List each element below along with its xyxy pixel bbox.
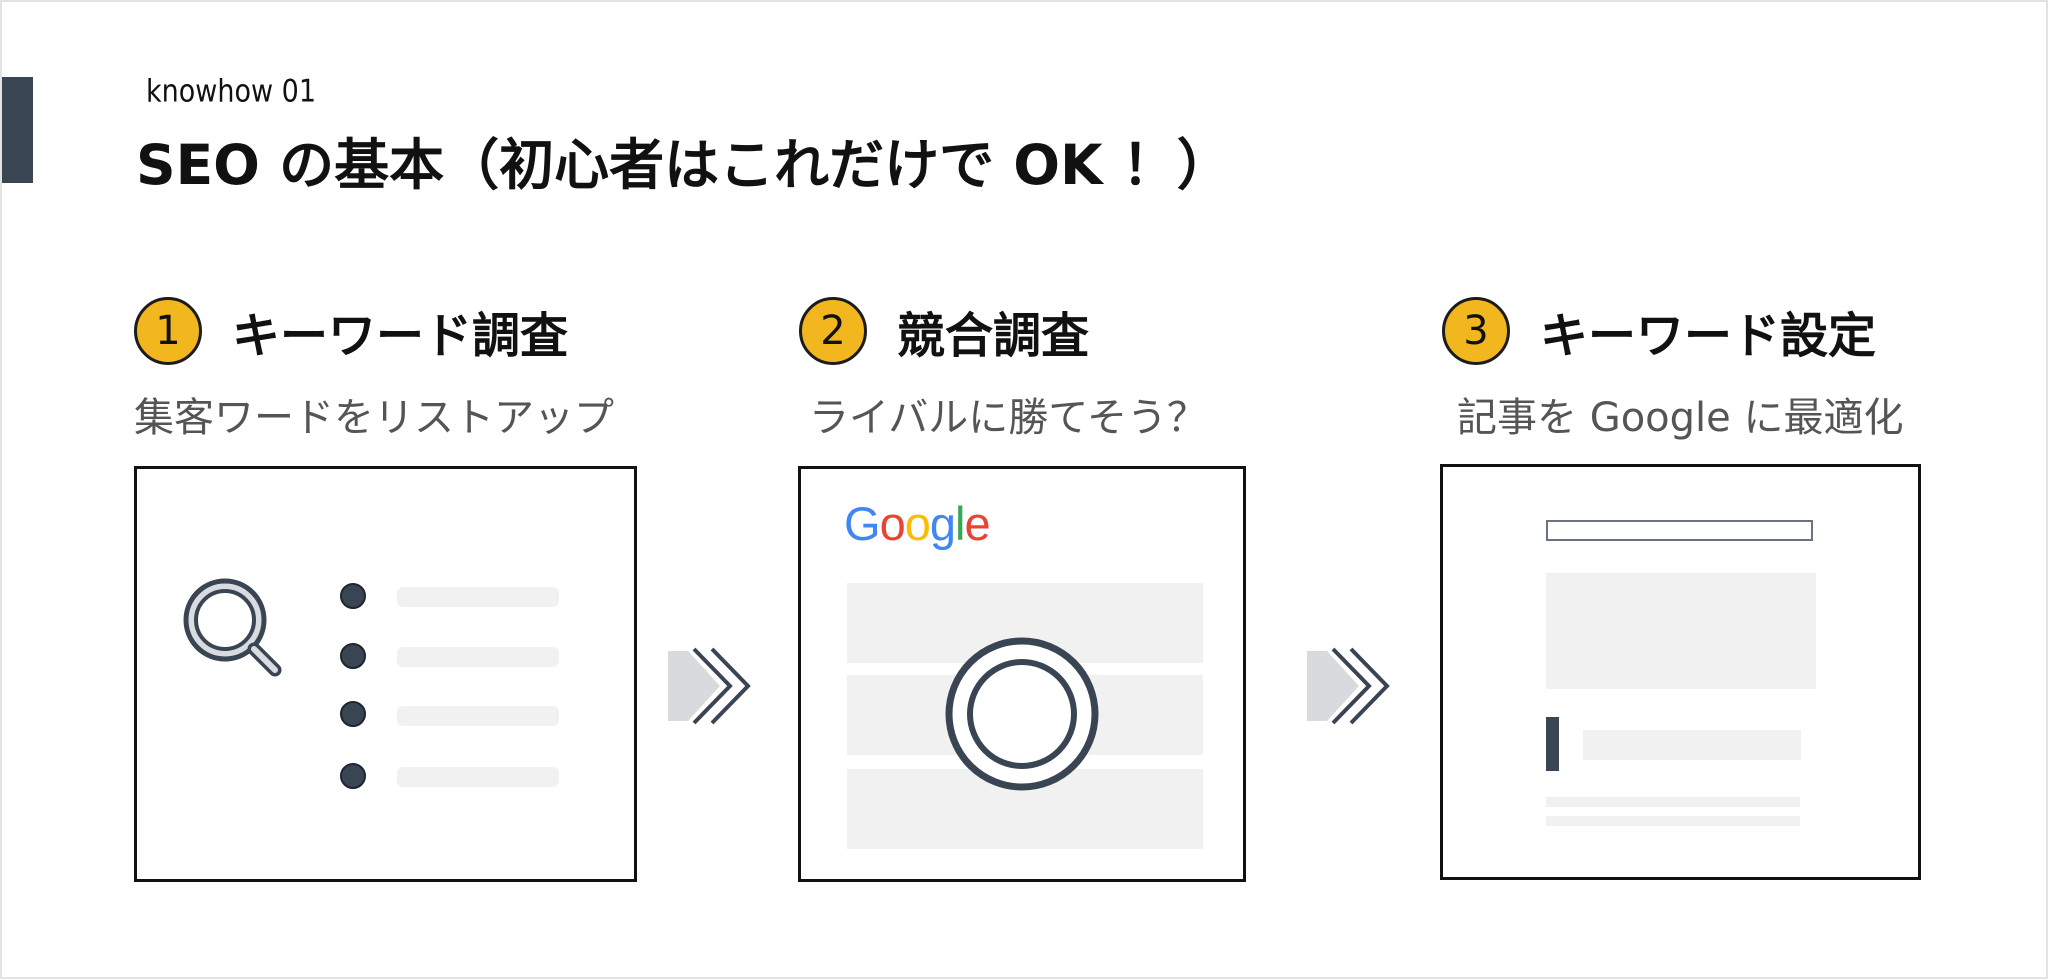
article-image-placeholder <box>1546 573 1816 689</box>
list-bullet <box>340 701 366 727</box>
magnifier-icon <box>183 578 282 677</box>
step-2-subtitle: ライバルに勝てそう？ <box>809 395 1207 441</box>
page-title: SEO の基本（初心者はこれだけで OK ！） <box>136 133 1232 197</box>
google-logo-letter: l <box>954 497 966 550</box>
list-line-placeholder <box>397 767 559 787</box>
step-2-badge: 2 <box>799 297 867 365</box>
google-logo-letter: e <box>964 497 990 550</box>
step-1-subtitle: 集客ワードをリストアップ <box>134 395 614 441</box>
step-2-panel <box>798 466 1246 882</box>
list-line-placeholder <box>397 587 559 607</box>
article-title-field <box>1546 520 1813 541</box>
step-2-header: 2 競合調査 <box>799 296 1089 366</box>
google-logo: Google <box>844 496 991 551</box>
list-line-placeholder <box>397 647 559 667</box>
step-1-badge: 1 <box>134 297 202 365</box>
google-logo-letter: o <box>904 497 931 550</box>
accent-bar <box>2 77 33 183</box>
text-line-placeholder <box>1546 797 1800 807</box>
google-logo-letter: o <box>879 497 906 550</box>
step-3-panel <box>1440 464 1921 880</box>
text-line-placeholder <box>1546 816 1800 826</box>
list-bullet <box>340 763 366 789</box>
step-1-header: 1 キーワード調査 <box>134 296 568 366</box>
target-circle-icon <box>945 637 1099 791</box>
step-3-header: 3 キーワード設定 <box>1442 296 1876 366</box>
double-chevron-right-icon <box>1307 647 1390 725</box>
google-logo-letter: G <box>844 497 881 550</box>
list-line-placeholder <box>397 706 559 726</box>
step-3-title: キーワード設定 <box>1540 308 1877 364</box>
list-bullet <box>340 583 366 609</box>
step-3-badge: 3 <box>1442 297 1510 365</box>
step-3-subtitle: 記事を Google に最適化 <box>1457 395 1904 441</box>
double-chevron-right-icon <box>668 647 751 725</box>
google-logo-letter: g <box>929 497 956 550</box>
step-2-title: 競合調査 <box>897 308 1090 364</box>
kicker-label: knowhow 01 <box>146 74 317 110</box>
heading-accent-bar <box>1546 717 1559 771</box>
step-1-title: キーワード調査 <box>232 308 569 364</box>
heading-placeholder <box>1583 730 1801 760</box>
step-1-panel <box>134 466 637 882</box>
list-bullet <box>340 643 366 669</box>
